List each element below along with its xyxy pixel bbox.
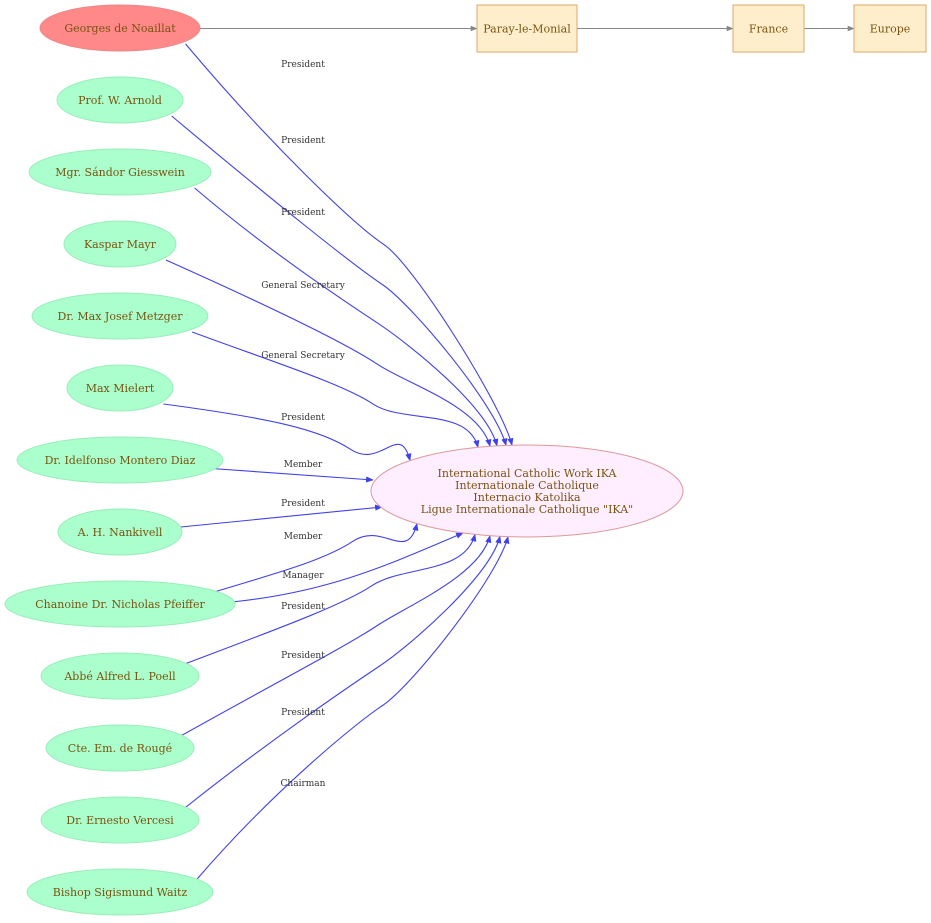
- role-edge: [214, 522, 419, 593]
- place-label: Europe: [870, 23, 911, 36]
- person-ellipse: [4, 580, 236, 628]
- person-ellipse: [45, 724, 195, 772]
- role-edge: [171, 115, 508, 447]
- person-name: Bishop Sigismund Waitz: [53, 886, 188, 899]
- role-edge-secondary: [231, 532, 464, 603]
- person-node[interactable]: Dr. Idelfonso Montero Diaz: [16, 436, 224, 484]
- role-edge: [180, 534, 492, 737]
- person-name: Abbé Alfred L. Poell: [63, 670, 176, 683]
- person-node[interactable]: Chanoine Dr. Nicholas Pfeiffer: [4, 580, 236, 628]
- edge-role-label: Member: [284, 532, 323, 542]
- person-ellipse: [63, 220, 177, 268]
- person-name: Georges de Noaillat: [64, 22, 176, 35]
- edge-role-label: President: [281, 651, 325, 661]
- person-name: A. H. Nankivell: [77, 526, 163, 539]
- place-box: [853, 4, 927, 53]
- role-edge: [185, 43, 514, 446]
- person-name: Prof. W. Arnold: [78, 94, 162, 107]
- person-name: Chanoine Dr. Nicholas Pfeiffer: [35, 598, 205, 611]
- person-name: Cte. Em. de Rougé: [68, 742, 172, 755]
- person-name: Dr. Max Josef Metzger: [58, 310, 184, 323]
- person-node[interactable]: A. H. Nankivell: [57, 508, 183, 556]
- place-node[interactable]: France: [732, 4, 805, 53]
- edge-role-label: President: [281, 708, 325, 718]
- person-ellipse: [26, 868, 214, 916]
- role-edge: [184, 535, 502, 809]
- person-name: Max Mielert: [86, 382, 155, 395]
- person-ellipse: [56, 76, 184, 124]
- person-name: Dr. Idelfonso Montero Diaz: [45, 454, 196, 467]
- person-ellipse: [40, 652, 200, 700]
- organization-name-line: International Catholic Work IKA: [438, 467, 618, 480]
- person-node[interactable]: Cte. Em. de Rougé: [45, 724, 195, 772]
- person-ellipse: [31, 292, 209, 340]
- place-node[interactable]: Europe: [853, 4, 927, 53]
- person-name: Mgr. Sándor Giesswein: [55, 166, 185, 179]
- person-ellipse: [16, 436, 224, 484]
- organization-name-line: Ligue Internationale Catholique "IKA": [421, 503, 633, 516]
- organization-ellipse: [370, 444, 684, 538]
- role-edge: [163, 403, 412, 462]
- place-label: Paray-le-Monial: [483, 23, 571, 36]
- person-ellipse: [40, 796, 200, 844]
- edge-role-label: General Secretary: [261, 351, 345, 361]
- person-node[interactable]: Dr. Ernesto Vercesi: [40, 796, 200, 844]
- person-name: Dr. Ernesto Vercesi: [66, 814, 174, 827]
- organization-node[interactable]: International Catholic Work IKAInternati…: [370, 444, 684, 538]
- organization-name-line: Internationale Catholique: [455, 479, 599, 492]
- edge-role-label: President: [281, 413, 325, 423]
- role-edge: [204, 467, 374, 483]
- edge-role-label: President: [281, 60, 325, 70]
- edge-role-label: President: [281, 602, 325, 612]
- person-node[interactable]: Mgr. Sándor Giesswein: [28, 148, 212, 196]
- person-ellipse: [39, 4, 201, 52]
- role-edge: [194, 187, 499, 447]
- role-edge: [195, 535, 510, 881]
- nodes-layer: Paray-le-Monial France Europe Georges de No…: [4, 4, 927, 916]
- person-node[interactable]: Georges de Noaillat: [39, 4, 201, 52]
- place-node[interactable]: Paray-le-Monial: [476, 4, 578, 53]
- person-ellipse: [28, 148, 212, 196]
- person-node[interactable]: Max Mielert: [66, 364, 174, 412]
- edge-role-label: Member: [284, 460, 323, 470]
- edge-role-label: Chairman: [281, 779, 326, 789]
- person-ellipse: [66, 364, 174, 412]
- person-node[interactable]: Bishop Sigismund Waitz: [26, 868, 214, 916]
- edge-role-label: President: [281, 136, 325, 146]
- role-edge: [165, 259, 492, 448]
- edge-role-label: Manager: [282, 571, 324, 581]
- person-node[interactable]: Kaspar Mayr: [63, 220, 177, 268]
- person-node[interactable]: Prof. W. Arnold: [56, 76, 184, 124]
- role-edge: [191, 331, 480, 449]
- person-ellipse: [57, 508, 183, 556]
- person-name: Kaspar Mayr: [84, 238, 157, 251]
- edge-role-label: President: [281, 208, 325, 218]
- place-label: France: [749, 23, 788, 36]
- place-box: [476, 4, 578, 53]
- edge-role-label: President: [281, 499, 325, 509]
- role-edge: [184, 533, 477, 665]
- edge-role-label: General Secretary: [261, 281, 345, 291]
- organization-name-line: Internacio Katolika: [473, 491, 581, 504]
- person-node[interactable]: Abbé Alfred L. Poell: [40, 652, 200, 700]
- place-box: [732, 4, 805, 53]
- person-node[interactable]: Dr. Max Josef Metzger: [31, 292, 209, 340]
- role-edge: [170, 504, 383, 529]
